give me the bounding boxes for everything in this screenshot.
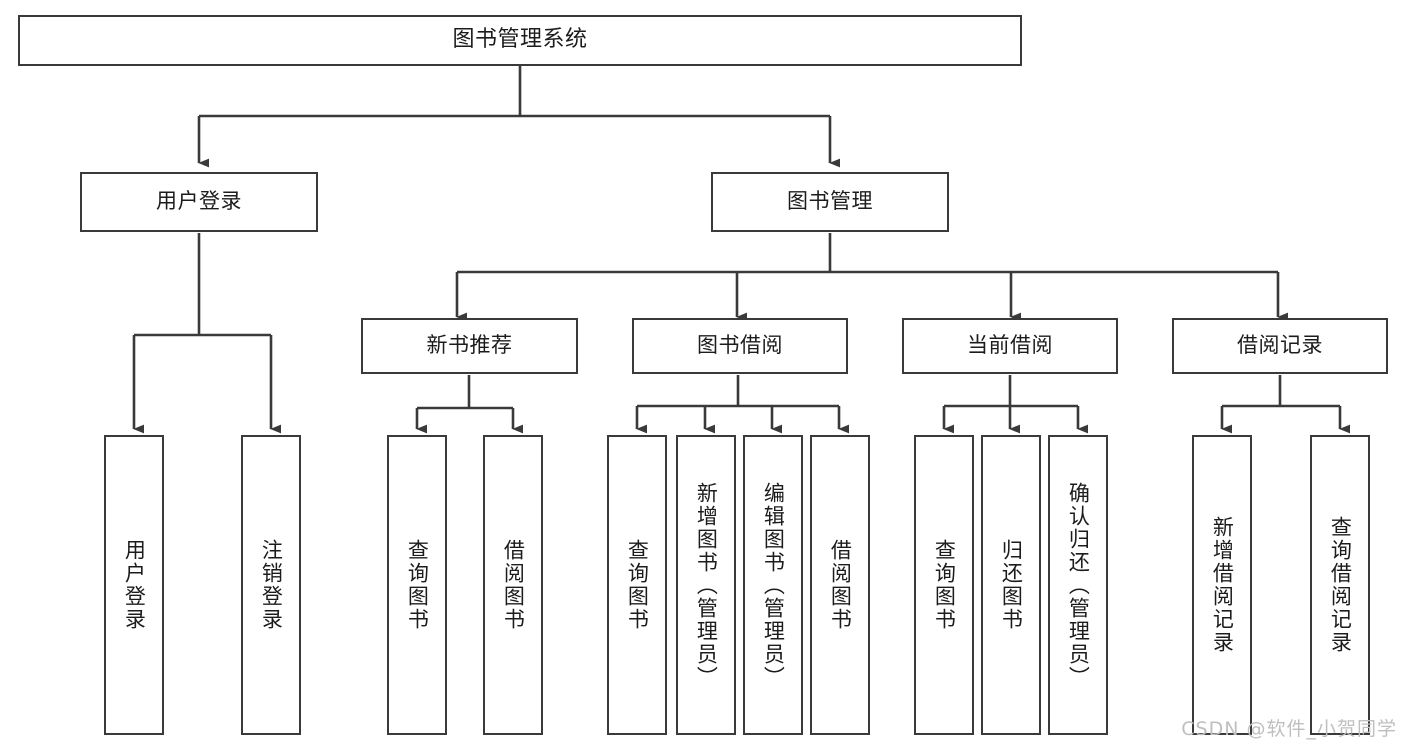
leaf-user-login[interactable]: 用户登录 — [104, 435, 164, 735]
connector-borrowrecord-to-leaves — [1220, 375, 1351, 434]
leaf-query-book-recommend[interactable]: 查询图书 — [387, 435, 447, 735]
node-label: 归还图书 — [999, 539, 1024, 631]
node-current-borrow[interactable]: 当前借阅 — [902, 318, 1118, 374]
connector-bookmanage-to-level2 — [455, 233, 1289, 322]
node-label: 用户登录 — [122, 539, 147, 631]
leaf-confirm-return-admin[interactable]: 确认归还（管理员） — [1048, 435, 1108, 735]
node-book-borrow[interactable]: 图书借阅 — [632, 318, 848, 374]
node-label: 借阅记录 — [1237, 333, 1323, 358]
node-root-system[interactable]: 图书管理系统 — [18, 15, 1022, 66]
node-borrow-record[interactable]: 借阅记录 — [1172, 318, 1388, 374]
node-label: 图书管理系统 — [452, 27, 588, 53]
connector-root-to-level1 — [197, 66, 841, 168]
node-label: 查询借阅记录 — [1328, 516, 1353, 654]
node-label: 查询图书 — [625, 539, 650, 631]
node-label: 新书推荐 — [426, 333, 513, 358]
leaf-borrow-book[interactable]: 借阅图书 — [810, 435, 870, 735]
node-label: 查询图书 — [932, 539, 957, 631]
node-label: 查询图书 — [405, 539, 430, 631]
leaf-add-book-admin[interactable]: 新增图书（管理员） — [676, 435, 736, 735]
leaf-borrow-book-recommend[interactable]: 借阅图书 — [483, 435, 543, 735]
leaf-edit-book-admin[interactable]: 编辑图书（管理员） — [743, 435, 803, 735]
node-book-manage[interactable]: 图书管理 — [711, 172, 949, 232]
connector-userlogin-to-leaves — [132, 233, 282, 434]
node-label: 确认归还（管理员） — [1066, 481, 1091, 689]
node-user-login[interactable]: 用户登录 — [80, 172, 318, 232]
leaf-query-borrow-record[interactable]: 查询借阅记录 — [1310, 435, 1370, 735]
node-label: 新增图书（管理员） — [694, 481, 719, 689]
node-label: 图书借阅 — [697, 333, 783, 358]
leaf-add-borrow-record[interactable]: 新增借阅记录 — [1192, 435, 1252, 735]
leaf-logout-login[interactable]: 注销登录 — [241, 435, 301, 735]
node-label: 编辑图书（管理员） — [761, 481, 786, 689]
node-label: 图书管理 — [787, 189, 873, 214]
leaf-return-book[interactable]: 归还图书 — [981, 435, 1041, 735]
node-label: 用户登录 — [156, 189, 242, 214]
leaf-query-book-borrow[interactable]: 查询图书 — [607, 435, 667, 735]
node-label: 新增借阅记录 — [1210, 516, 1235, 654]
connector-newbook-to-leaves — [415, 375, 524, 434]
node-label: 借阅图书 — [828, 539, 853, 631]
node-label: 注销登录 — [259, 539, 284, 631]
node-label: 借阅图书 — [501, 539, 526, 631]
leaf-query-book-current[interactable]: 查询图书 — [914, 435, 974, 735]
connector-currentborrow-to-leaves — [942, 375, 1089, 434]
node-new-book-recommend[interactable]: 新书推荐 — [361, 318, 578, 374]
node-label: 当前借阅 — [967, 333, 1053, 358]
connector-bookborrow-to-leaves — [635, 375, 850, 434]
